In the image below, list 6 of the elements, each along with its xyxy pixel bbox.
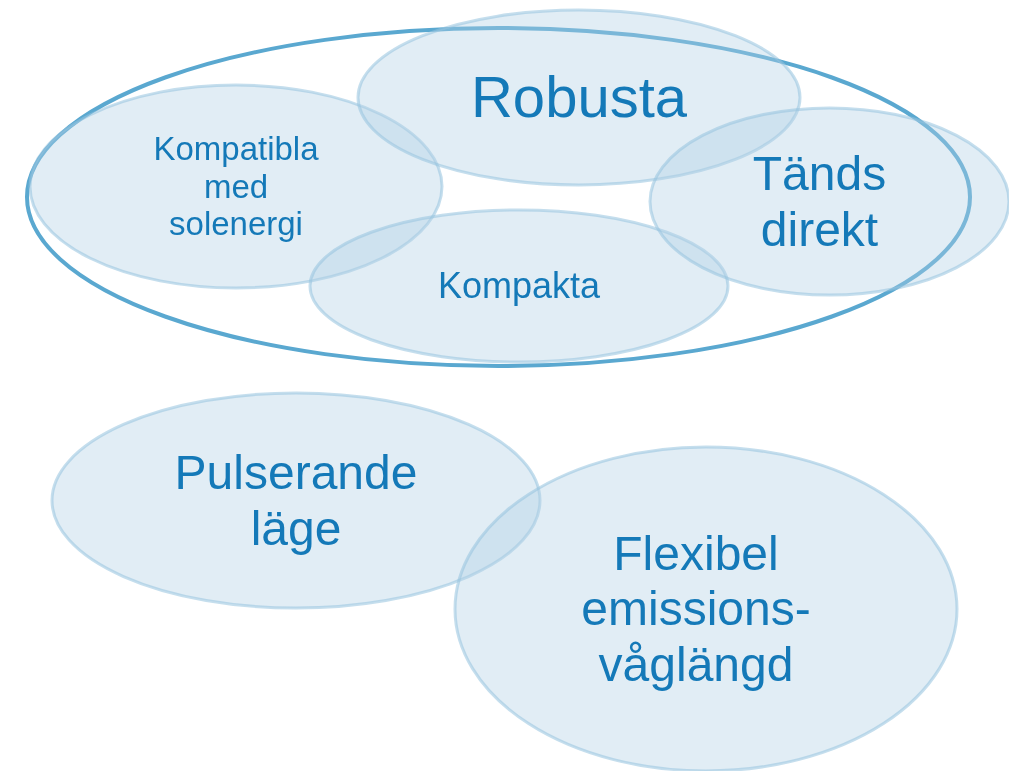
bubble-label: Robusta xyxy=(470,64,688,131)
bubble-label: Kompakta xyxy=(436,265,602,307)
bubble-label: Pulserande läge xyxy=(173,445,419,556)
bubble-label: Flexibel emissions- våglängd xyxy=(580,526,812,692)
bubble-label: Tänds direkt xyxy=(751,146,888,257)
bubble-label: Kompatibla med solenergi xyxy=(152,129,320,244)
